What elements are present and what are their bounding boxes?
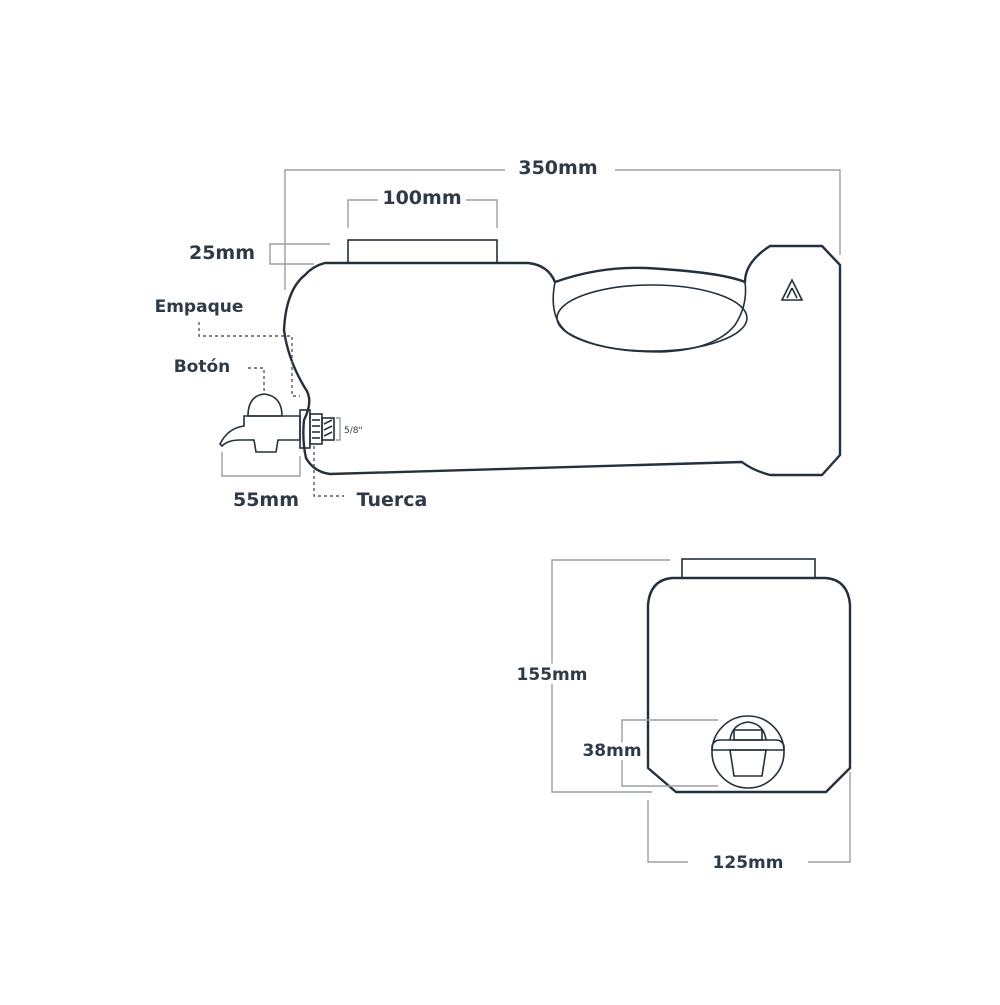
handle-inner bbox=[556, 284, 748, 352]
tap-top bbox=[711, 739, 785, 751]
button-leader bbox=[248, 367, 268, 391]
nut-leader bbox=[313, 446, 344, 497]
brand-logo-icon bbox=[780, 278, 804, 301]
gasket-label: Empaque bbox=[155, 297, 244, 317]
cap-width-label: 100mm bbox=[382, 187, 461, 209]
overall-length-dimension: 350mm bbox=[284, 157, 841, 290]
overall-length-label: 350mm bbox=[518, 157, 597, 179]
tap-side bbox=[219, 393, 335, 453]
nut-label: Tuerca bbox=[357, 489, 428, 511]
button-label: Botón bbox=[174, 357, 231, 377]
thread-bracket bbox=[336, 417, 341, 441]
handle-recess bbox=[552, 281, 747, 353]
gasket-leader bbox=[198, 322, 300, 397]
thread-size-label: 5/8" bbox=[344, 426, 363, 436]
container-body-front bbox=[646, 576, 852, 794]
tap-height-dimension bbox=[621, 719, 718, 787]
container-body-side bbox=[282, 244, 842, 477]
tap-button-face bbox=[733, 729, 763, 741]
cap-front bbox=[681, 558, 816, 580]
tap-length-label: 55mm bbox=[233, 489, 299, 511]
tap-button-front bbox=[729, 721, 767, 741]
tap-body bbox=[219, 415, 301, 453]
tap-flange bbox=[711, 715, 785, 789]
height-label: 155mm bbox=[517, 665, 588, 685]
front-view: 155mm 38mm 125mm bbox=[513, 558, 852, 873]
tap-front bbox=[711, 715, 785, 789]
cap-height-label: 25mm bbox=[189, 242, 255, 264]
cap-height-dimension: 25mm bbox=[189, 242, 330, 265]
height-dimension bbox=[551, 559, 670, 793]
width-dimension-right bbox=[808, 772, 851, 863]
tap-height-label: 38mm bbox=[582, 741, 641, 761]
width-dimension-left bbox=[647, 800, 688, 863]
tap-length-dimension bbox=[221, 452, 301, 477]
side-view: 350mm 100mm 25mm Empaque Botón bbox=[155, 157, 842, 511]
tap-spout-front bbox=[729, 749, 767, 777]
cap-side bbox=[347, 239, 498, 265]
tap-button bbox=[247, 393, 283, 417]
width-label: 125mm bbox=[713, 853, 784, 873]
cap-width-dimension: 100mm bbox=[347, 187, 498, 228]
thread-part bbox=[321, 417, 335, 441]
